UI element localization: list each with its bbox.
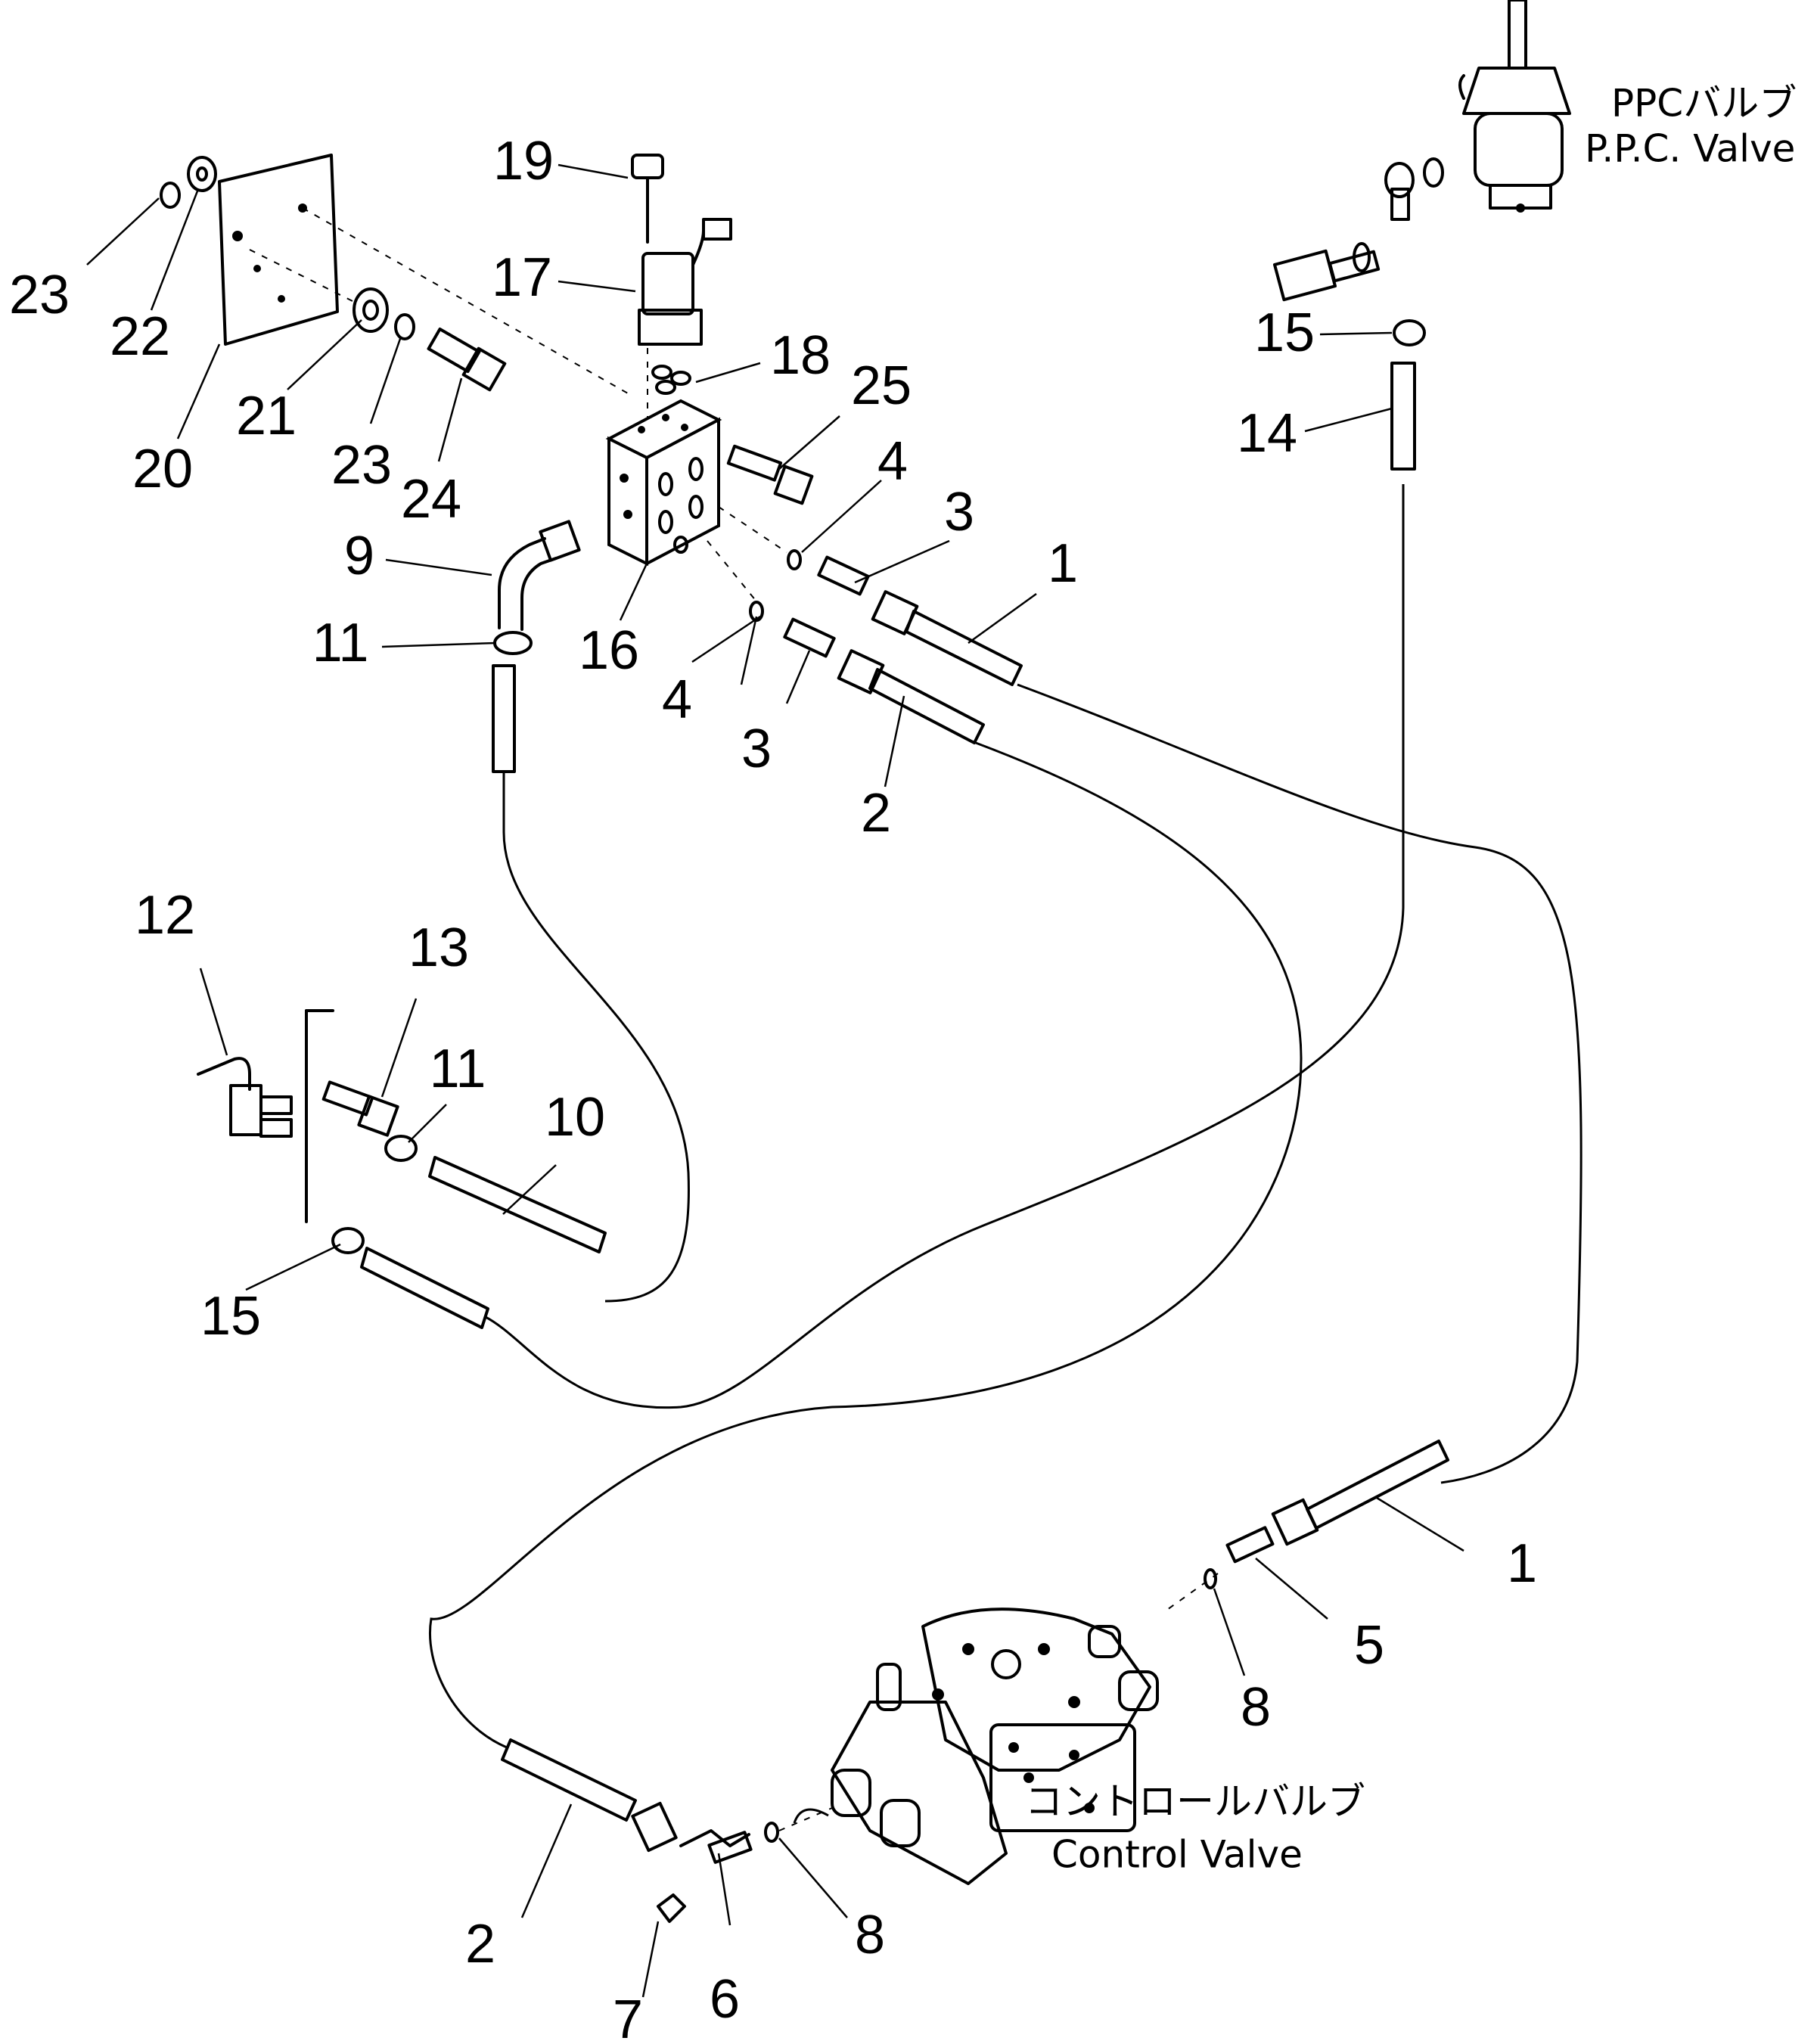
- callout-17: 17: [492, 247, 552, 308]
- callout-23: 23: [9, 265, 70, 325]
- elbow-fitting-9: [492, 520, 581, 773]
- callout-11: 11: [312, 613, 369, 673]
- control-valve-label-jp: コントロールバルブ: [1025, 1780, 1365, 1824]
- callout-2b: 2: [465, 1914, 495, 1974]
- callout-16: 16: [579, 620, 639, 681]
- callout-15: 15: [1254, 303, 1315, 363]
- callout-8b: 8: [855, 1905, 885, 1965]
- callout-7: 7: [613, 1990, 643, 2044]
- tee-fitting-12: [197, 1009, 607, 1329]
- callout-4b: 4: [662, 669, 692, 730]
- mounting-plate-assembly: [160, 154, 629, 394]
- callout-1: 1: [1048, 533, 1078, 594]
- callout-12: 12: [135, 885, 195, 946]
- callout-24: 24: [401, 469, 461, 530]
- component-labels: PPCバルブ P.P.C. Valve コントロールバルブ Control Va…: [1025, 82, 1797, 1877]
- solenoid-valve-assembly: [631, 154, 732, 420]
- callout-18: 18: [770, 325, 831, 386]
- callout-6: 6: [710, 1969, 740, 2030]
- callout-11b: 11: [430, 1039, 486, 1099]
- callout-5: 5: [1354, 1615, 1384, 1676]
- callout-14: 14: [1237, 403, 1297, 464]
- leader-lines: [86, 163, 1464, 1998]
- callout-8: 8: [1241, 1677, 1271, 1738]
- callout-13: 13: [408, 918, 469, 978]
- callout-3b: 3: [741, 719, 772, 779]
- manifold-block: [605, 399, 814, 567]
- callout-3: 3: [944, 482, 974, 542]
- callout-9: 9: [344, 526, 374, 586]
- manifold-fittings: [707, 506, 1023, 744]
- hose-routing: [429, 484, 1582, 1824]
- ppc-valve-label-en: P.P.C. Valve: [1585, 127, 1795, 171]
- callout-21: 21: [236, 386, 297, 446]
- ppc-valve-label-jp: PPCバルブ: [1611, 82, 1797, 126]
- control-valve-label-en: Control Valve: [1051, 1833, 1303, 1877]
- callout-4: 4: [877, 431, 908, 492]
- callout-22: 22: [110, 306, 170, 367]
- callout-20: 20: [132, 439, 193, 499]
- callout-23b: 23: [331, 435, 392, 495]
- part-callouts: 23 22 20 21 23 24 19 17 18 25 9 11 16 4 …: [9, 131, 1537, 2044]
- callout-15b: 15: [200, 1286, 261, 1347]
- callout-19: 19: [493, 131, 554, 191]
- callout-1b: 1: [1507, 1533, 1537, 1594]
- callout-10: 10: [545, 1087, 605, 1148]
- callout-2: 2: [861, 783, 891, 843]
- control-valve: [501, 1440, 1449, 1923]
- ppc-valve: [1272, 0, 1571, 471]
- callout-25: 25: [851, 356, 912, 416]
